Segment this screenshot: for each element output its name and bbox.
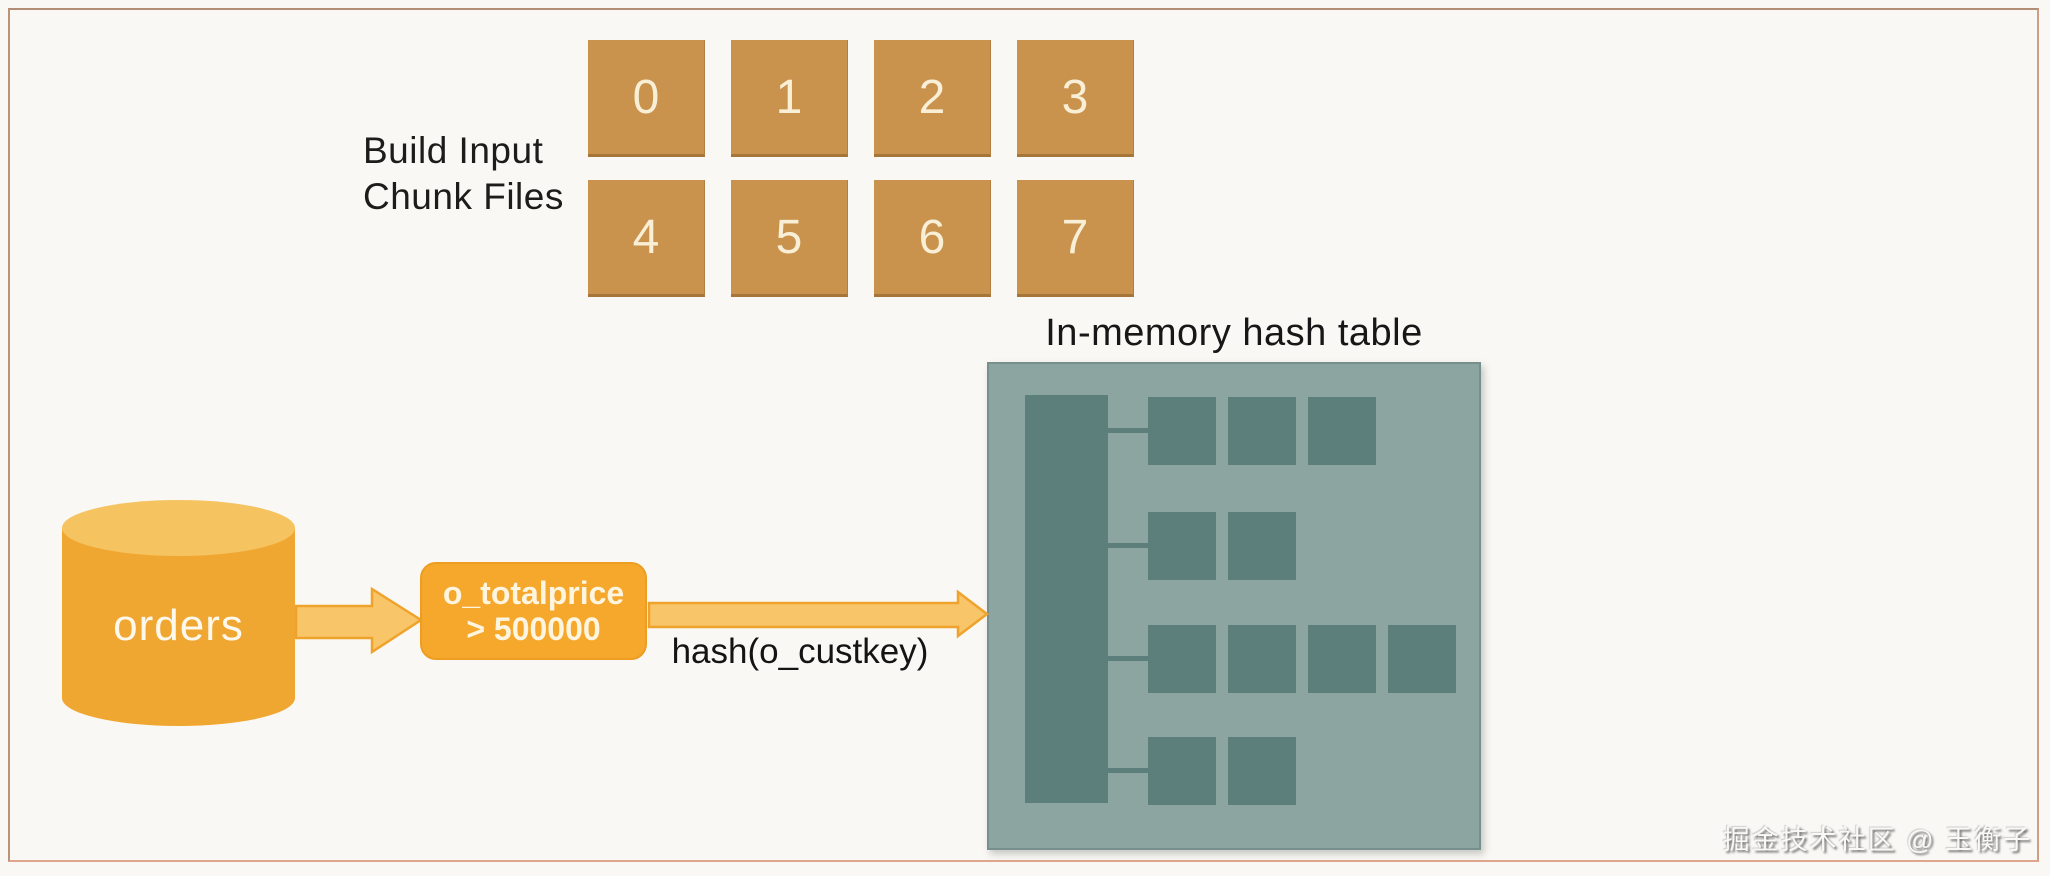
hash-bucket-cell (1228, 737, 1296, 805)
filter-label-line2: > 500000 (466, 611, 601, 647)
hash-bucket-cell (1148, 625, 1216, 693)
hash-function-label: hash(o_custkey) (671, 632, 929, 671)
build-input-label: Build Input Chunk Files (363, 128, 564, 220)
hash-bucket-cell (1148, 512, 1216, 580)
hash-bucket-cell (1308, 397, 1376, 465)
hash-bucket-connector (1108, 768, 1148, 773)
watermark-text: 掘金技术社区 @ 玉衡子 (1722, 825, 2032, 855)
hash-bucket-cell (1228, 625, 1296, 693)
hash-bucket-connector (1108, 428, 1148, 433)
hash-bucket-cell (1308, 625, 1376, 693)
arrow-right-icon (294, 586, 424, 655)
chunk-box-0: 0 (588, 40, 705, 157)
chunk-box-1: 1 (731, 40, 848, 157)
hash-bucket-cell (1388, 625, 1456, 693)
hash-table-title: In-memory hash table (1045, 312, 1423, 354)
chunk-box-7: 7 (1017, 180, 1134, 297)
filter-label-line1: o_totalprice (442, 575, 625, 611)
hash-bucket-connector (1108, 656, 1148, 661)
hash-bucket-connector (1108, 543, 1148, 548)
orders-database-cylinder-icon (62, 500, 295, 726)
hash-bucket-cell (1228, 512, 1296, 580)
filter-predicate-box: o_totalprice > 500000 (420, 562, 647, 660)
orders-label: orders (113, 601, 244, 650)
chunk-box-5: 5 (731, 180, 848, 297)
hash-bucket-cell (1148, 397, 1216, 465)
arrow-right-icon (647, 589, 990, 639)
hash-table (987, 362, 1481, 850)
chunk-box-2: 2 (874, 40, 991, 157)
hash-bucket-cell (1228, 397, 1296, 465)
build-input-label-line2: Chunk Files (363, 176, 564, 217)
build-input-label-line1: Build Input (363, 130, 544, 171)
chunk-box-3: 3 (1017, 40, 1134, 157)
chunk-box-6: 6 (874, 180, 991, 297)
hash-bucket-cell (1148, 737, 1216, 805)
flow-arrows (294, 586, 990, 655)
hash-table-directory-bar (1025, 395, 1108, 803)
chunk-box-4: 4 (588, 180, 705, 297)
